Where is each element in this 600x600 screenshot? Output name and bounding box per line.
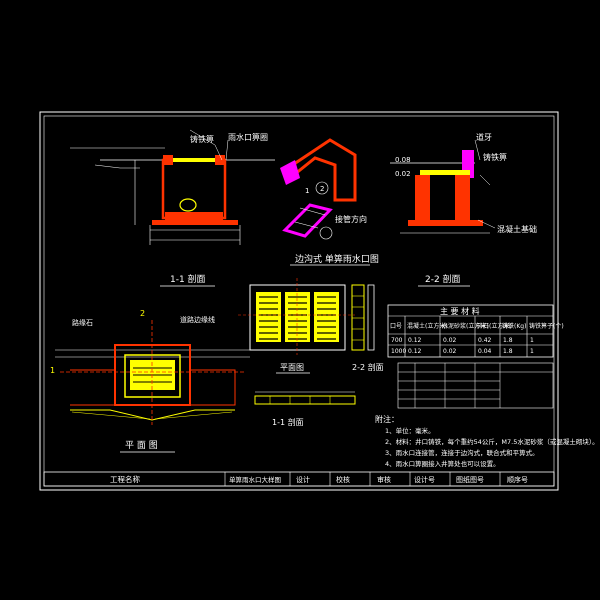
- note-line-1: 1、单位：毫米。: [385, 426, 435, 435]
- grate-plan-drawing: [238, 278, 355, 355]
- side-grate-callout: 铸铁箅: [483, 152, 507, 162]
- materials-table: [387, 304, 554, 358]
- inlet-callout: 雨水口箅圈: [228, 132, 268, 142]
- materials-column-header: 碎石(立方米): [477, 322, 512, 330]
- materials-cell: 0.02: [443, 348, 457, 355]
- tb-design-no: 设计号: [414, 475, 435, 484]
- main-plan-title: 平 面 图: [125, 440, 158, 451]
- materials-cell: 0.42: [478, 337, 492, 344]
- main-plan-drawing: [55, 320, 250, 425]
- tb-project: 工程名称: [110, 474, 140, 484]
- grate-callout: 铸铁箅: [190, 134, 214, 144]
- pipe-direction-callout: 接管方向: [335, 214, 367, 224]
- title-block: [43, 471, 555, 487]
- plan-curb-callout: 路缘石: [72, 318, 93, 327]
- materials-cell: 0.02: [443, 337, 457, 344]
- plan-mark-2: 2: [140, 309, 145, 318]
- section-1-1-drawing: [70, 129, 275, 245]
- grate-strip-section: [254, 391, 356, 405]
- tb-design: 设计: [296, 475, 310, 484]
- notes-heading: 附注：: [375, 414, 399, 424]
- materials-cell: 1.8: [503, 348, 513, 355]
- isometric-title: 边沟式 单箅雨水口图: [295, 253, 379, 265]
- materials-header: 主 要 材 料: [440, 306, 480, 316]
- iso-mark-1: 1: [305, 187, 309, 195]
- grate-side-section: [351, 284, 375, 351]
- materials-column-header: 混凝土(立方米): [407, 322, 448, 330]
- side-base-callout: 混凝土基础: [497, 224, 537, 234]
- materials-cell: 1.8: [503, 337, 513, 344]
- materials-cell: 0.12: [408, 348, 422, 355]
- materials-column-header: 铸铁(Kg): [502, 322, 526, 330]
- tb-sequence: 顺序号: [507, 475, 528, 484]
- isometric-drawing: [280, 138, 357, 240]
- dim-b: 0.02: [395, 170, 411, 178]
- tb-drawing-name: 单箅雨水口大样图: [229, 475, 281, 484]
- note-line-3: 3、雨水口连接管，连接于边沟式，联合式和平箅式。: [385, 448, 539, 457]
- grate-plan-title: 平面图: [280, 363, 304, 372]
- materials-cell: 1: [530, 337, 534, 344]
- note-line-4: 4、雨水口箅圈接入井箅处也可以设置。: [385, 459, 500, 468]
- grate-side-title: 2-2 剖面: [352, 362, 384, 372]
- materials-column-header: 铸铁箅子(个): [529, 322, 564, 330]
- section-2-2-drawing: [390, 139, 496, 234]
- iso-mark-2: 2: [320, 185, 324, 193]
- materials-column-header: 水泥砂浆(立方米): [442, 322, 489, 330]
- outer-frame: [39, 111, 559, 491]
- materials-column-header: 口号: [390, 323, 402, 330]
- tb-drawing-no: 图纸图号: [456, 475, 484, 484]
- section-1-1-title: 1-1 剖面: [170, 273, 206, 285]
- materials-cell: 700: [391, 337, 403, 344]
- plan-road-callout: 道路边缘线: [180, 315, 215, 324]
- grate-strip-title: 1-1 剖面: [272, 417, 304, 427]
- materials-table-cells: 口号混凝土(立方米)水泥砂浆(立方米)碎石(立方米)铸铁(Kg)铸铁箅子(个) 7…: [390, 322, 564, 355]
- tb-review: 审核: [377, 475, 391, 484]
- quantity-table: [397, 362, 554, 409]
- dim-a: 0.08: [395, 156, 411, 164]
- materials-cell: 1: [530, 348, 534, 355]
- materials-cell: 0.04: [478, 348, 492, 355]
- tb-check: 校核: [336, 475, 350, 484]
- materials-cell: 0.12: [408, 337, 422, 344]
- plan-mark-1: 1: [50, 366, 55, 375]
- section-2-2-title: 2-2 剖面: [425, 273, 461, 285]
- note-line-2: 2、材料：井口铸铁，每个重约54公斤，M7.5水泥砂浆（或混凝土砌块）。: [385, 437, 599, 446]
- side-top-callout: 道牙: [476, 132, 492, 142]
- materials-cell: 1000: [391, 348, 406, 355]
